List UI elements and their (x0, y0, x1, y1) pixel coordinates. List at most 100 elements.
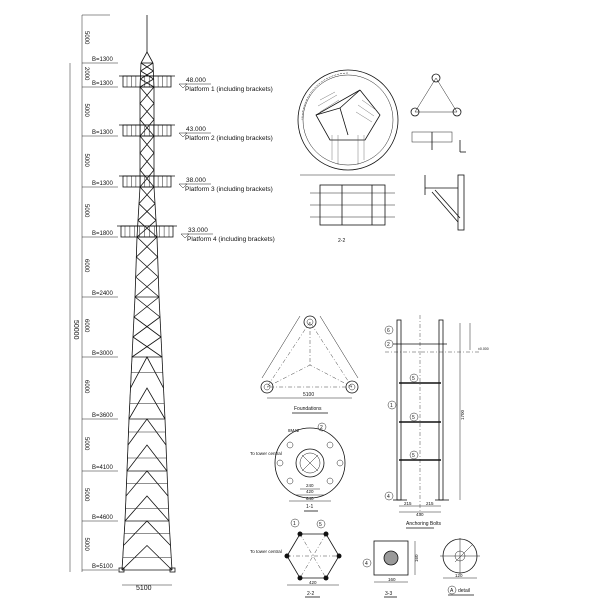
platform-label: Platform 4 (including brackets) (187, 236, 275, 243)
platform-label: Platform 2 (including brackets) (185, 135, 273, 142)
tower-brace (121, 544, 173, 571)
foundations-title: Foundations (294, 406, 322, 412)
mark-1: 1 (390, 403, 393, 409)
width-label: B=4100 (92, 465, 114, 471)
dim-240: 240 (306, 483, 314, 488)
tower-brace (135, 256, 158, 278)
tower-brace (139, 119, 155, 137)
tower-brace (140, 70, 154, 80)
tower-brace (132, 336, 163, 358)
platform-plan: 2-2 (297, 69, 466, 244)
total-height-label: 50000 (72, 320, 79, 340)
segment-height-label: 5000 (83, 154, 89, 168)
tower-brace (138, 203, 157, 221)
tower-brace (134, 276, 159, 298)
tower-brace (139, 78, 154, 88)
tower-brace (136, 220, 157, 238)
mark-5: 5 (412, 453, 415, 459)
tower-brace (125, 470, 169, 497)
tower-brace (137, 220, 158, 238)
mark-2: 2 (320, 425, 323, 431)
tower-leg-right (153, 186, 158, 238)
anchoring-bolts: 215 215 430 1700 ±0.000 6 2 1 5 5 5 4 An… (384, 315, 489, 529)
width-label: B=4600 (92, 515, 114, 521)
anchoring-bolts-title: Anchoring Bolts (406, 521, 442, 527)
platform-elevation: 48.000 (186, 77, 206, 84)
tower-brace (139, 152, 155, 171)
mark-5: 5 (412, 376, 415, 382)
mark-4: 4 (365, 561, 368, 567)
elevation-marker-icon (180, 233, 190, 239)
tower-brace (132, 316, 161, 338)
tower-central-note: To tower central (250, 451, 282, 456)
tower-brace (139, 86, 155, 104)
tower-brace (139, 135, 155, 154)
mark-5: 5 (412, 415, 415, 421)
tower-brace (127, 418, 167, 446)
platform-railing (120, 225, 174, 238)
platform-elevation: 38.000 (186, 177, 206, 184)
section-1-1-title: 1-1 (306, 504, 313, 510)
tower-brace (140, 62, 154, 72)
tower-leg-left (134, 236, 138, 298)
dim-430: 430 (416, 512, 424, 517)
tower-central-note-2: To tower central (250, 549, 282, 554)
height-dimensions (69, 14, 172, 586)
width-label: B=1300 (92, 181, 114, 187)
platform-elevation: 43.000 (186, 126, 206, 133)
mark-6: 6 (387, 328, 390, 334)
detail-mark: A (450, 588, 454, 594)
tower-brace (136, 236, 158, 258)
detail-title: detail (458, 588, 470, 594)
bolt-spec: 8M42 (288, 428, 300, 433)
segment-height-label: 5000 (83, 31, 89, 45)
width-label: B=1300 (92, 81, 114, 87)
width-label: B=1800 (92, 231, 114, 237)
tower-brace (139, 169, 155, 188)
section-1-1: 2 8M42 To tower central 240 420 640 1-1 (250, 422, 346, 512)
width-label: B=1300 (92, 130, 114, 136)
tower-leg-right (156, 236, 160, 298)
tower-apex (140, 51, 154, 64)
dim-215-right: 215 (426, 501, 434, 506)
tower-brace (136, 256, 159, 278)
base-plate-left (118, 567, 125, 573)
section-3-3: 4 160 160 3-3 (362, 540, 419, 598)
dim-215-left: 215 (404, 501, 412, 506)
mark-4: 4 (387, 494, 390, 500)
tower-brace (136, 236, 158, 258)
base-plate-right (169, 567, 176, 573)
platform-label: Platform 1 (including brackets) (185, 86, 273, 93)
tower-labels: 50000 5100 B=1300B=1300B=1300B=1300B=180… (72, 31, 152, 592)
segment-height-label: 5000 (83, 538, 89, 552)
dim-160-h: 160 (388, 577, 396, 582)
dim-640: 640 (306, 496, 314, 501)
platform-railing (122, 75, 172, 88)
width-label: B=5100 (92, 564, 114, 570)
mark-2: 2 (387, 342, 390, 348)
segment-height-label: 5000 (83, 204, 89, 218)
tower-brace (123, 520, 171, 546)
base-width-label: 5100 (136, 585, 152, 592)
foundations-plan: 5100 Foundations (260, 315, 359, 414)
tower-brace (133, 316, 162, 338)
segment-height-label: 6000 (83, 259, 89, 273)
tower-brace (134, 296, 161, 318)
tower-leg-right (158, 296, 163, 358)
segment-height-label: 6000 (83, 319, 89, 333)
dim-1700: 1700 (460, 409, 465, 420)
mark-5: 5 (319, 522, 322, 528)
elevation-marker-icon (178, 83, 188, 89)
tower-brace (138, 186, 155, 204)
elevation-marker-icon (178, 132, 188, 138)
segment-height-label: 5000 (83, 488, 89, 502)
dim-420: 420 (306, 489, 314, 494)
section-3-3-title: 3-3 (385, 591, 392, 597)
tower-brace (139, 103, 155, 120)
segment-height-label: 5000 (83, 104, 89, 118)
foundations-dim: 5100 (303, 392, 314, 398)
